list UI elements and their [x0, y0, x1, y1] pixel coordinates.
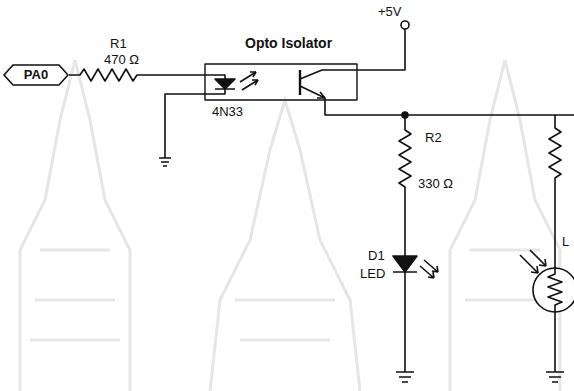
led-symbol — [393, 256, 417, 272]
part-name: D1 — [368, 248, 385, 263]
ldr-resistor — [549, 115, 561, 268]
part-type: LED — [360, 266, 385, 281]
signal-name: PA0 — [3, 64, 69, 86]
part-name: L — [562, 234, 569, 249]
opto-ground-wire — [165, 89, 235, 158]
vcc-terminal — [401, 21, 409, 29]
ground-symbol — [396, 372, 414, 382]
signal-tag: PA0 — [3, 64, 69, 86]
opto-led — [215, 79, 235, 89]
ldr-arrows — [520, 250, 546, 273]
resistor-value: 330 Ω — [418, 176, 453, 191]
phototransistor — [299, 70, 301, 95]
group-title: Opto Isolator — [245, 36, 332, 51]
part-name: R2 — [425, 130, 442, 145]
light-arrows — [240, 72, 258, 90]
ground-symbol — [546, 372, 564, 382]
part-number: 4N33 — [212, 104, 243, 119]
part-name: R1 — [110, 36, 127, 51]
ground-symbol — [159, 158, 171, 166]
supply-label: +5V — [378, 4, 402, 19]
r2-resistor — [399, 115, 411, 256]
led-arrows — [420, 260, 438, 278]
resistor-value: 470 Ω — [104, 52, 139, 67]
emitter-wire — [300, 86, 574, 115]
r1-resistor-wire — [69, 69, 225, 81]
